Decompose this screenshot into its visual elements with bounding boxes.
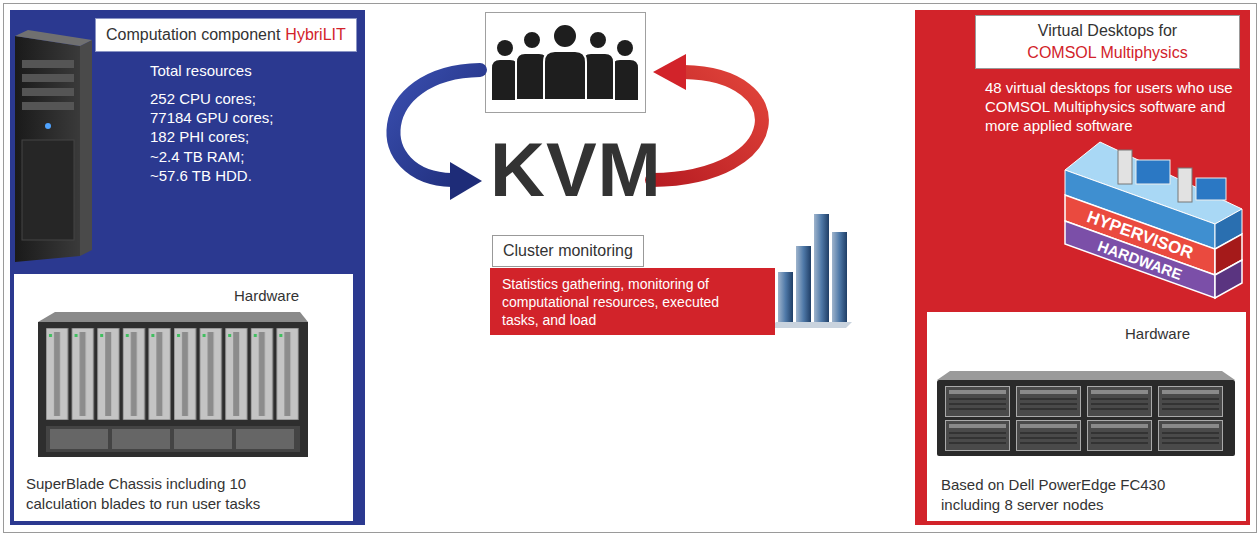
pc-screen <box>1196 178 1226 200</box>
chassis-body <box>38 322 308 457</box>
cycle-arrow-blue <box>393 70 482 200</box>
box-caption: Based on Dell PowerEdge FC430 including … <box>941 475 1196 515</box>
title-box: Virtual Desktops forCOMSOL Multiphysics <box>975 15 1240 69</box>
resource-line: ~2.4 TB RAM; <box>150 147 244 166</box>
psu-unit <box>236 429 294 449</box>
box-title-accent: COMSOL Multiphysics <box>990 42 1225 64</box>
drive-bay <box>22 102 74 110</box>
tower-side <box>80 40 92 256</box>
psu-unit <box>174 429 232 449</box>
arrow-curve <box>393 70 480 180</box>
person-head <box>617 40 633 56</box>
arrow-head <box>653 54 686 90</box>
arrow-curve <box>652 72 762 180</box>
resource-line: ~57.6 TB HDD. <box>150 166 252 185</box>
tower-front <box>15 36 80 262</box>
layer-side <box>1215 260 1242 298</box>
server-top <box>937 371 1235 380</box>
drive-bay <box>22 60 74 68</box>
panel-heading: Total resources <box>150 61 252 80</box>
box-title: Cluster monitoring <box>503 241 633 261</box>
person-head <box>523 31 541 49</box>
pc-tower <box>1118 150 1132 184</box>
drive-bay <box>22 88 74 96</box>
box-text: Statistics gathering, monitoring of comp… <box>502 275 737 329</box>
blade-row <box>46 328 302 420</box>
resource-line: 252 CPU cores; <box>150 89 256 108</box>
product-name: KVM <box>490 132 662 208</box>
power-led <box>45 123 51 129</box>
chart-bar <box>814 214 829 322</box>
chart-bar <box>796 246 811 322</box>
cycle-arrow-red <box>652 54 762 180</box>
arrow-head <box>450 162 482 200</box>
title-box: Computation componentHybriLIT <box>95 18 357 52</box>
person-head <box>589 31 607 49</box>
pc-screen <box>1136 160 1170 184</box>
person-head <box>553 24 577 48</box>
pc-tower <box>1178 168 1192 202</box>
tower-grille <box>22 140 74 240</box>
icon-frame <box>486 13 646 113</box>
person-body <box>544 51 586 100</box>
psu-bay <box>46 426 300 452</box>
person-body <box>612 60 638 100</box>
title-box: Cluster monitoring <box>492 235 644 267</box>
psu-unit <box>112 429 170 449</box>
box-title: Computation component <box>106 25 280 45</box>
chassis-top <box>38 312 308 322</box>
person-body <box>492 60 518 100</box>
server-bays <box>945 386 1223 451</box>
desktop-panel: 48 virtual desktops for users who use CO… <box>915 10 1250 525</box>
box-heading: Hardware <box>234 286 299 305</box>
resource-panel: Total resources 252 CPU cores;77184 GPU c… <box>10 10 365 525</box>
chart-base <box>770 322 852 328</box>
hardware-box: HardwareSuperBlade Chassis including 10 … <box>12 272 355 523</box>
box-heading: Hardware <box>1125 324 1190 343</box>
panel-text: 48 virtual desktops for users who use CO… <box>985 78 1235 135</box>
box-caption: SuperBlade Chassis including 10 calculat… <box>26 474 276 514</box>
outer-frame <box>4 4 1257 533</box>
monitoring-box: Statistics gathering, monitoring of comp… <box>490 268 775 335</box>
tower-top <box>15 30 92 46</box>
server-body <box>937 380 1235 456</box>
users-icon <box>486 13 646 113</box>
drive-bay <box>22 74 74 82</box>
chart-bar <box>778 272 793 322</box>
hardware-box: HardwareBased on Dell PowerEdge FC430 in… <box>925 310 1248 523</box>
resource-line: 77184 GPU cores; <box>150 108 273 127</box>
person-head <box>497 40 513 56</box>
chart-bar <box>832 232 847 322</box>
box-title: Virtual Desktops for <box>990 20 1225 42</box>
psu-unit <box>50 429 108 449</box>
bar-chart-icon <box>770 214 852 328</box>
resource-line: 182 PHI cores; <box>150 127 249 146</box>
box-title-accent: HybriLIT <box>285 25 345 45</box>
